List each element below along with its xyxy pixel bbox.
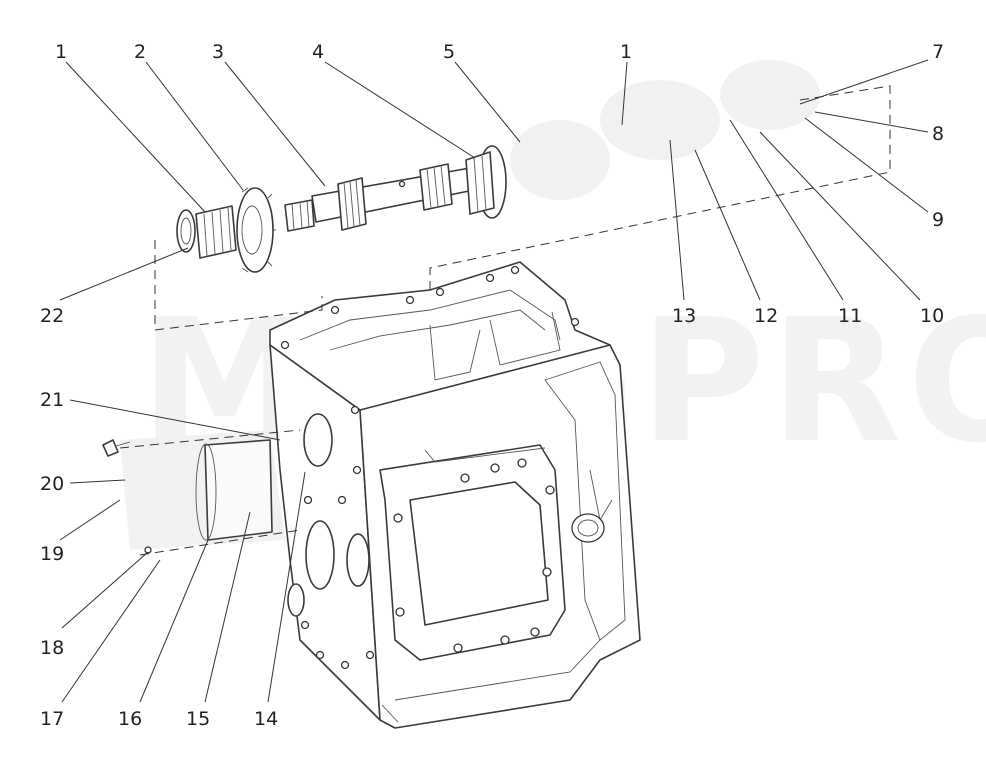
callout-18: 18 [40,637,64,659]
leader-lines [59,59,929,703]
callout-16: 16 [118,708,142,730]
callout-7: 7 [932,41,944,63]
callout-5: 5 [443,41,455,63]
callout-21: 21 [40,389,64,411]
callout-13: 13 [672,305,696,327]
assembly-centerlines [119,85,891,556]
callout-14: 14 [254,708,278,730]
shaft-assembly [176,60,820,273]
callout-15: 15 [186,708,210,730]
callout-11: 11 [838,305,862,327]
callout-8: 8 [932,123,944,145]
callout-4: 4 [312,41,324,63]
gearbox-housing [269,261,641,729]
callout-9: 9 [932,209,944,231]
callout-labels: 1 2 3 4 5 1 7 8 9 10 11 12 13 22 21 20 1… [40,41,944,730]
callout-22: 22 [40,305,64,327]
input-cover [102,430,285,554]
callout-20: 20 [40,473,64,495]
callout-17: 17 [40,708,64,730]
callout-2: 2 [134,41,146,63]
callout-1-top-left: 1 [55,41,67,63]
callout-19: 19 [40,543,64,565]
callout-3: 3 [212,41,224,63]
callout-12: 12 [754,305,778,327]
callout-1-top-right: 1 [620,41,632,63]
callout-10: 10 [920,305,944,327]
